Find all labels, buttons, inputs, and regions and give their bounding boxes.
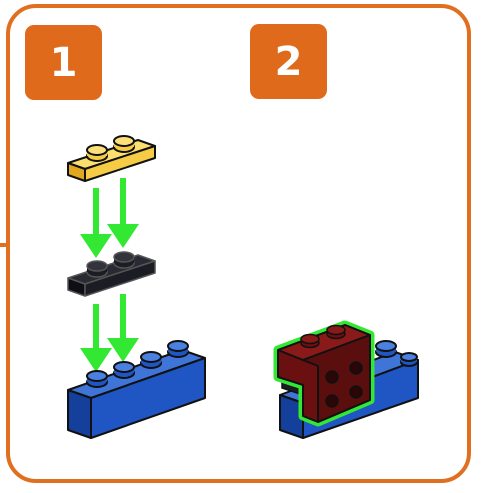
down-arrow-icon [80, 304, 112, 372]
step-1-number: 1 [49, 39, 78, 86]
black-plate-1x2 [67, 251, 156, 297]
down-arrow-icon [80, 188, 112, 258]
blue-brick-1x4 [67, 340, 206, 439]
yellow-plate-studs [86, 135, 135, 162]
blue-brick-studs [86, 340, 189, 388]
step-2-number: 2 [274, 38, 303, 85]
yellow-plate-1x2 [67, 135, 156, 182]
down-arrow-icon [107, 178, 139, 248]
down-arrow-icon [107, 294, 139, 362]
step-1-badge: 1 [25, 25, 102, 100]
step-2-badge: 2 [250, 24, 327, 99]
bracket-studs [300, 324, 363, 408]
red-bracket-highlighted [273, 320, 375, 427]
frame-tick-mark [0, 243, 9, 247]
